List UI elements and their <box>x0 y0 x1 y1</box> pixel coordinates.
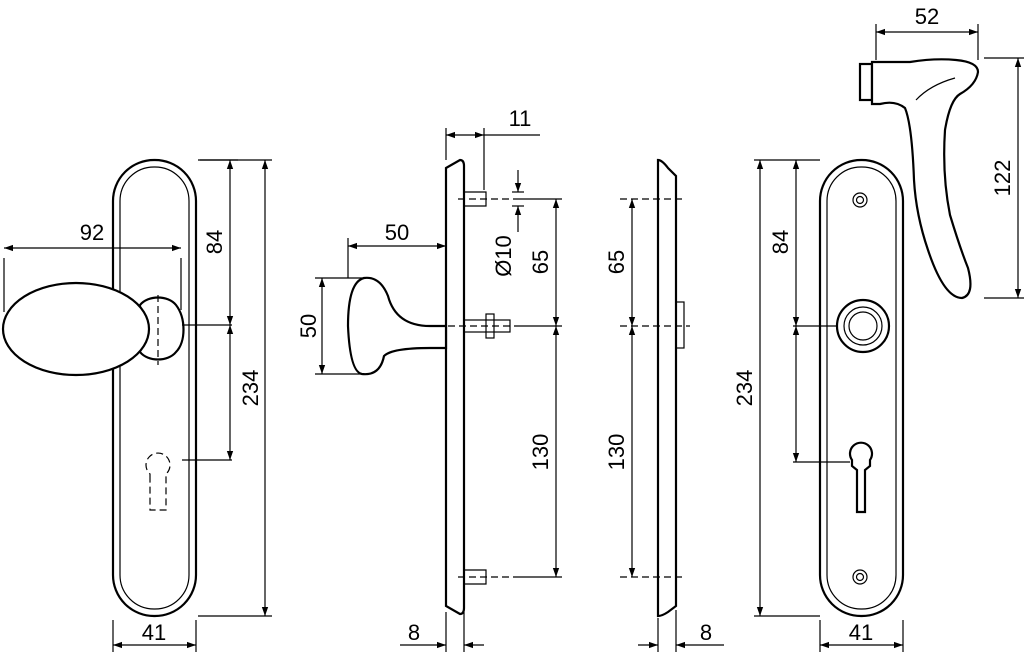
lever-collar <box>858 62 874 102</box>
plate-inner-edge-2 <box>826 166 897 610</box>
dim-label-8-v3: 8 <box>700 620 712 645</box>
knob-neck <box>138 296 185 361</box>
plate-outline-2 <box>818 158 905 618</box>
plate-side-profile-2 <box>656 158 678 618</box>
plate-side-profile <box>444 158 466 616</box>
knob-body <box>1 281 151 377</box>
dim-label-50v: 50 <box>296 314 321 338</box>
lever-profile <box>870 58 980 300</box>
lever-rose-inner <box>848 311 878 341</box>
view-side-knob: 11 50 50 Ø10 65 130 8 <box>296 106 562 652</box>
lever-rose-outer <box>835 298 891 354</box>
view-front-knob: 92 84 234 41 <box>1 158 272 652</box>
plate-outline <box>111 158 198 618</box>
dim-label-84-v1: 84 <box>202 230 227 254</box>
lever-stub <box>675 301 685 349</box>
bottom-screw-head <box>852 569 868 585</box>
dim-label-8-v2: 8 <box>408 620 420 645</box>
dim-label-65-v2: 65 <box>528 250 553 274</box>
dim-label-84-v4: 84 <box>768 230 793 254</box>
dim-label-52: 52 <box>915 4 939 29</box>
keyhole-profile-2 <box>848 441 874 514</box>
dim-label-41-v4: 41 <box>849 620 873 645</box>
top-screw-head <box>852 192 868 208</box>
plate-inner-edge <box>119 166 190 610</box>
dim-label-130-v3: 130 <box>604 434 629 471</box>
dim-label-130-v2: 130 <box>528 434 553 471</box>
dim-label-234-v1: 234 <box>238 370 263 407</box>
dim-label-d10: Ø10 <box>491 235 516 277</box>
lever-contour <box>915 77 956 101</box>
dim-label-122: 122 <box>990 160 1015 197</box>
view-side-plate: 65 130 8 <box>604 158 724 652</box>
dim-label-41-v1: 41 <box>142 620 166 645</box>
view-front-lever: 234 84 41 52 122 <box>732 4 1024 652</box>
dim-label-11: 11 <box>509 106 532 131</box>
lever-rose-middle <box>843 306 883 346</box>
dim-label-234-v4: 234 <box>732 370 757 407</box>
top-screw-slot <box>855 195 865 205</box>
bottom-screw-slot <box>855 572 865 582</box>
dim-label-65-v3: 65 <box>604 250 629 274</box>
dim-label-92: 92 <box>80 220 104 245</box>
knob-side <box>346 276 448 376</box>
keyhole-profile <box>145 452 171 511</box>
dim-label-50h: 50 <box>385 220 409 245</box>
